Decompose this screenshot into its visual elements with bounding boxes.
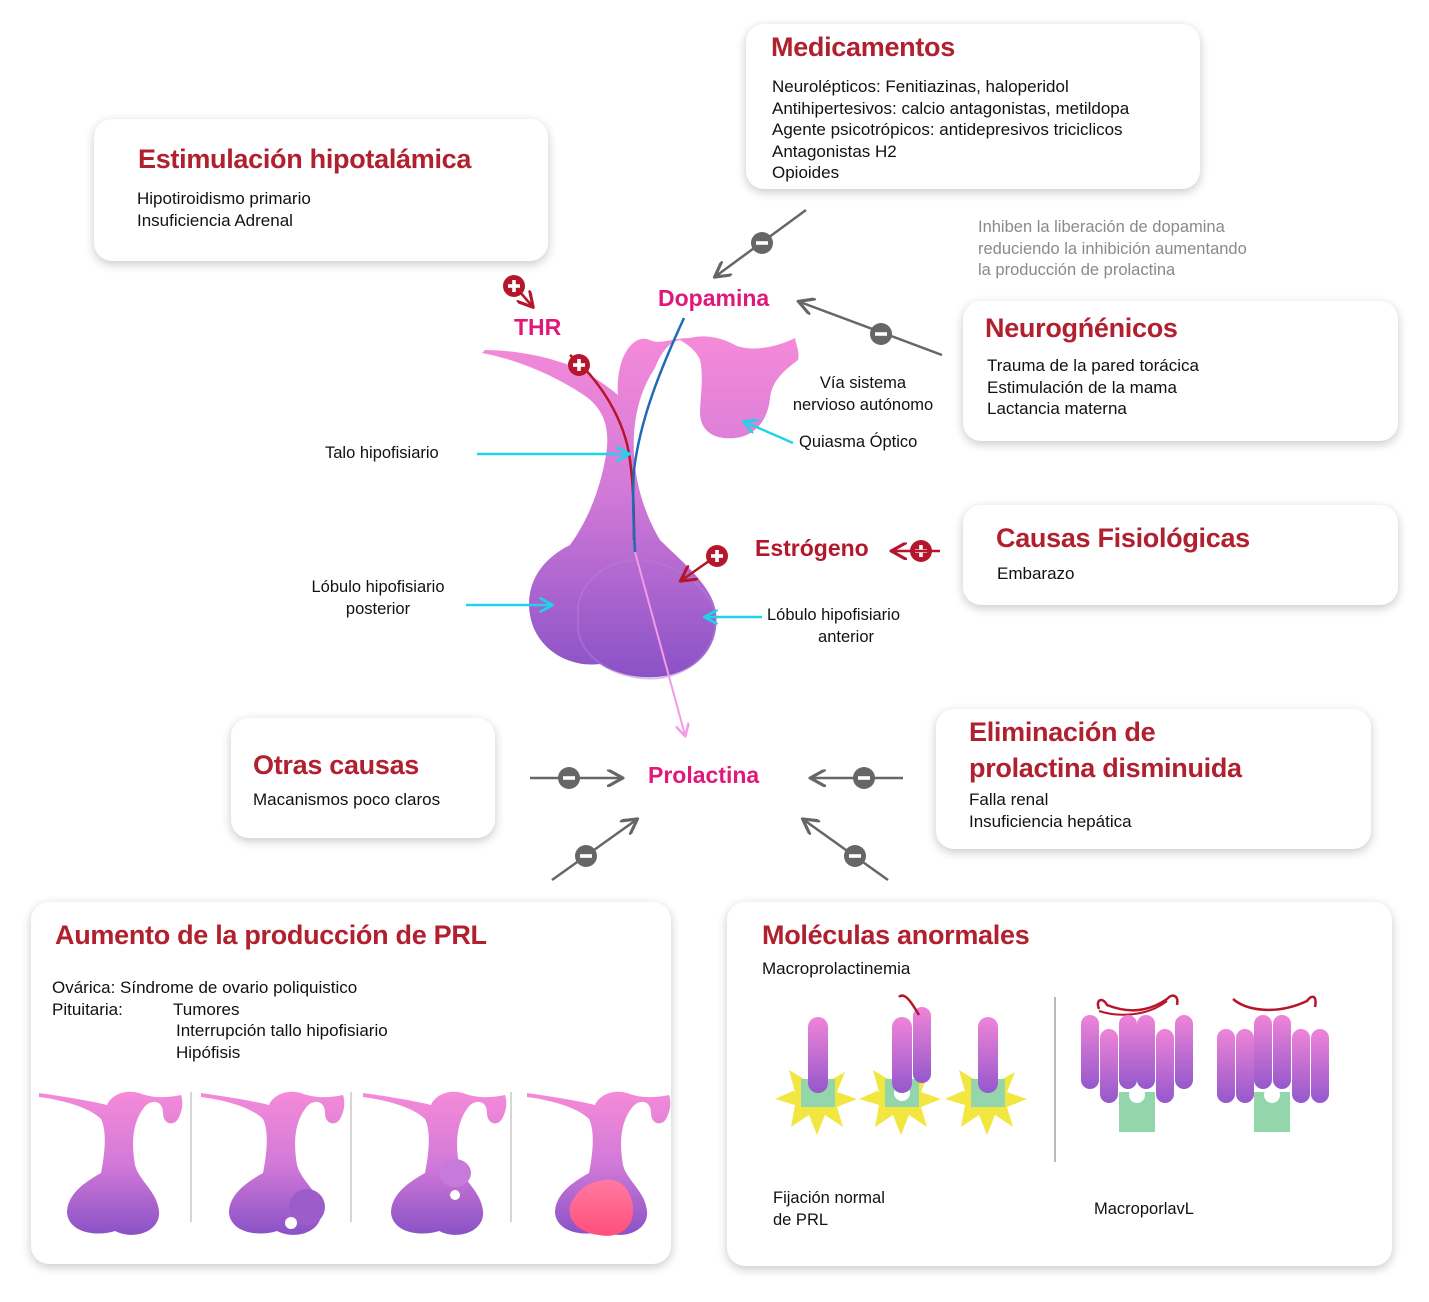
caption-macro: MacroporlavL [1094, 1200, 1194, 1218]
line: Trauma de la pared torácica [987, 356, 1199, 375]
gland-normal [39, 1091, 183, 1235]
line: Insuficiencia hepática [969, 811, 1132, 831]
label-dopamina: Dopamina [658, 285, 770, 311]
card-title: Causas Fisiológicas [996, 523, 1250, 553]
line: Macanismos poco claros [253, 790, 441, 809]
label-line: posterior [345, 599, 411, 618]
dopamine-note: Inhiben la liberación de dopamina reduci… [978, 217, 1247, 282]
card-lines: Trauma de la pared torácica Estimulación… [987, 355, 1199, 420]
line: Antagonistas H2 [772, 141, 897, 161]
minus-icon [558, 767, 580, 789]
pituitary-variants [39, 1091, 671, 1236]
pituitary-gland [482, 336, 799, 680]
macroprolactin-group-1 [1081, 994, 1193, 1132]
minus-icon [853, 767, 875, 789]
card-medicamentos: Medicamentos Neurolépticos: Fenitiazinas… [746, 24, 1200, 189]
line-label: Pituitaria: [52, 1000, 123, 1019]
gland-hypophysis [527, 1091, 671, 1236]
label-line: nervioso autónomo [792, 395, 934, 414]
line: Estimulación de la mama [987, 377, 1177, 397]
minus-icon [575, 845, 597, 867]
line: Hipófisis [176, 1043, 241, 1062]
card-eliminacion: Eliminación de prolactina disminuida Fal… [936, 709, 1371, 849]
note-line: la producción de prolactina [978, 261, 1176, 279]
caption-normal-1: Fijación normal [773, 1189, 885, 1207]
card-aumento: Aumento de la producción de PRL Ovárica:… [31, 902, 671, 1264]
macroprolactin-group-2 [1217, 995, 1329, 1132]
line: Tumores [173, 1000, 240, 1019]
line: Embarazo [997, 564, 1075, 583]
card-title: Eliminación de [969, 717, 1156, 747]
note-line: Inhiben la liberación de dopamina [978, 218, 1225, 236]
label-line: Lóbulo hipofisiario [767, 606, 901, 624]
plus-icon [706, 545, 728, 567]
card-title: Estimulación hipotalámica [138, 144, 472, 174]
label-estrogeno: Estrógeno [755, 535, 869, 561]
line: Ovárica: Síndrome de ovario poliquistico [52, 978, 358, 997]
card-subtitle: Macroprolactinemia [762, 959, 911, 978]
card-title: prolactina disminuida [969, 753, 1242, 783]
card-title: Otras causas [253, 750, 420, 780]
card-lines: Falla renal Insuficiencia hepática [969, 789, 1132, 832]
card-lines: Macanismos poco claros [253, 789, 440, 811]
card-estimulacion: Estimulación hipotalámica Hipotiroidismo… [94, 119, 548, 261]
caption-normal-2: de PRL [773, 1211, 829, 1229]
gland-tumor-small [201, 1091, 345, 1235]
line: Insuficiencia Adrenal [137, 210, 293, 230]
line: Falla renal [969, 790, 1049, 809]
label-via-sistema: Vía sistema nervioso autónomo [780, 373, 946, 416]
label-line: anterior [818, 627, 874, 646]
note-line: reduciendo la inhibición aumentando [978, 239, 1247, 258]
card-fisiologicas: Causas Fisiológicas Embarazo [963, 505, 1398, 605]
card-title: Moléculas anormales [762, 920, 1030, 950]
label-prolactina: Prolactina [648, 762, 760, 788]
card-title: Medicamentos [771, 32, 955, 62]
gland-stalk-interruption [363, 1091, 507, 1235]
minus-icon [844, 845, 866, 867]
plus-icon [568, 354, 590, 376]
molecule-illustration [775, 994, 1329, 1162]
card-title: Neurogńénicos [985, 313, 1178, 343]
label-lobulo-posterior: Lóbulo hipofisiario posterior [298, 577, 458, 620]
label-line: Vía sistema [819, 374, 907, 392]
label-line: Lóbulo hipofisiario [311, 578, 445, 596]
card-lines: Embarazo [997, 563, 1074, 585]
card-lines: Hipotiroidismo primario Insuficiencia Ad… [137, 188, 311, 231]
minus-icon [870, 323, 892, 345]
line: Opioides [772, 163, 840, 182]
label-thr: THR [514, 314, 562, 340]
line: Neurolépticos: Fenitiazinas, haloperidol [772, 77, 1069, 96]
minus-icon [751, 232, 773, 254]
card-moleculas: Moléculas anormales Macroprolactinemia [727, 902, 1392, 1266]
line: Agente psicotrópicos: antidepresivos tri… [772, 120, 1123, 139]
label-quiasma: Quiasma Óptico [799, 433, 918, 451]
line: Antihipertesivos: calcio antagonistas, m… [772, 98, 1130, 118]
card-neurogenicos: Neurogńénicos Trauma de la pared torácic… [963, 301, 1398, 441]
card-title: Aumento de la producción de PRL [55, 920, 487, 950]
line: Lactancia materna [987, 399, 1127, 418]
label-talo: Talo hipofisiario [325, 444, 439, 462]
card-lines: Neurolépticos: Fenitiazinas, haloperidol… [772, 76, 1129, 184]
label-lobulo-anterior: Lóbulo hipofisiario anterior [767, 605, 919, 648]
line: Interrupción tallo hipofisiario [176, 1021, 388, 1040]
receptor-group-normal [775, 994, 1027, 1135]
line: Hipotiroidismo primario [137, 189, 311, 208]
card-otras: Otras causas Macanismos poco claros [231, 718, 495, 838]
